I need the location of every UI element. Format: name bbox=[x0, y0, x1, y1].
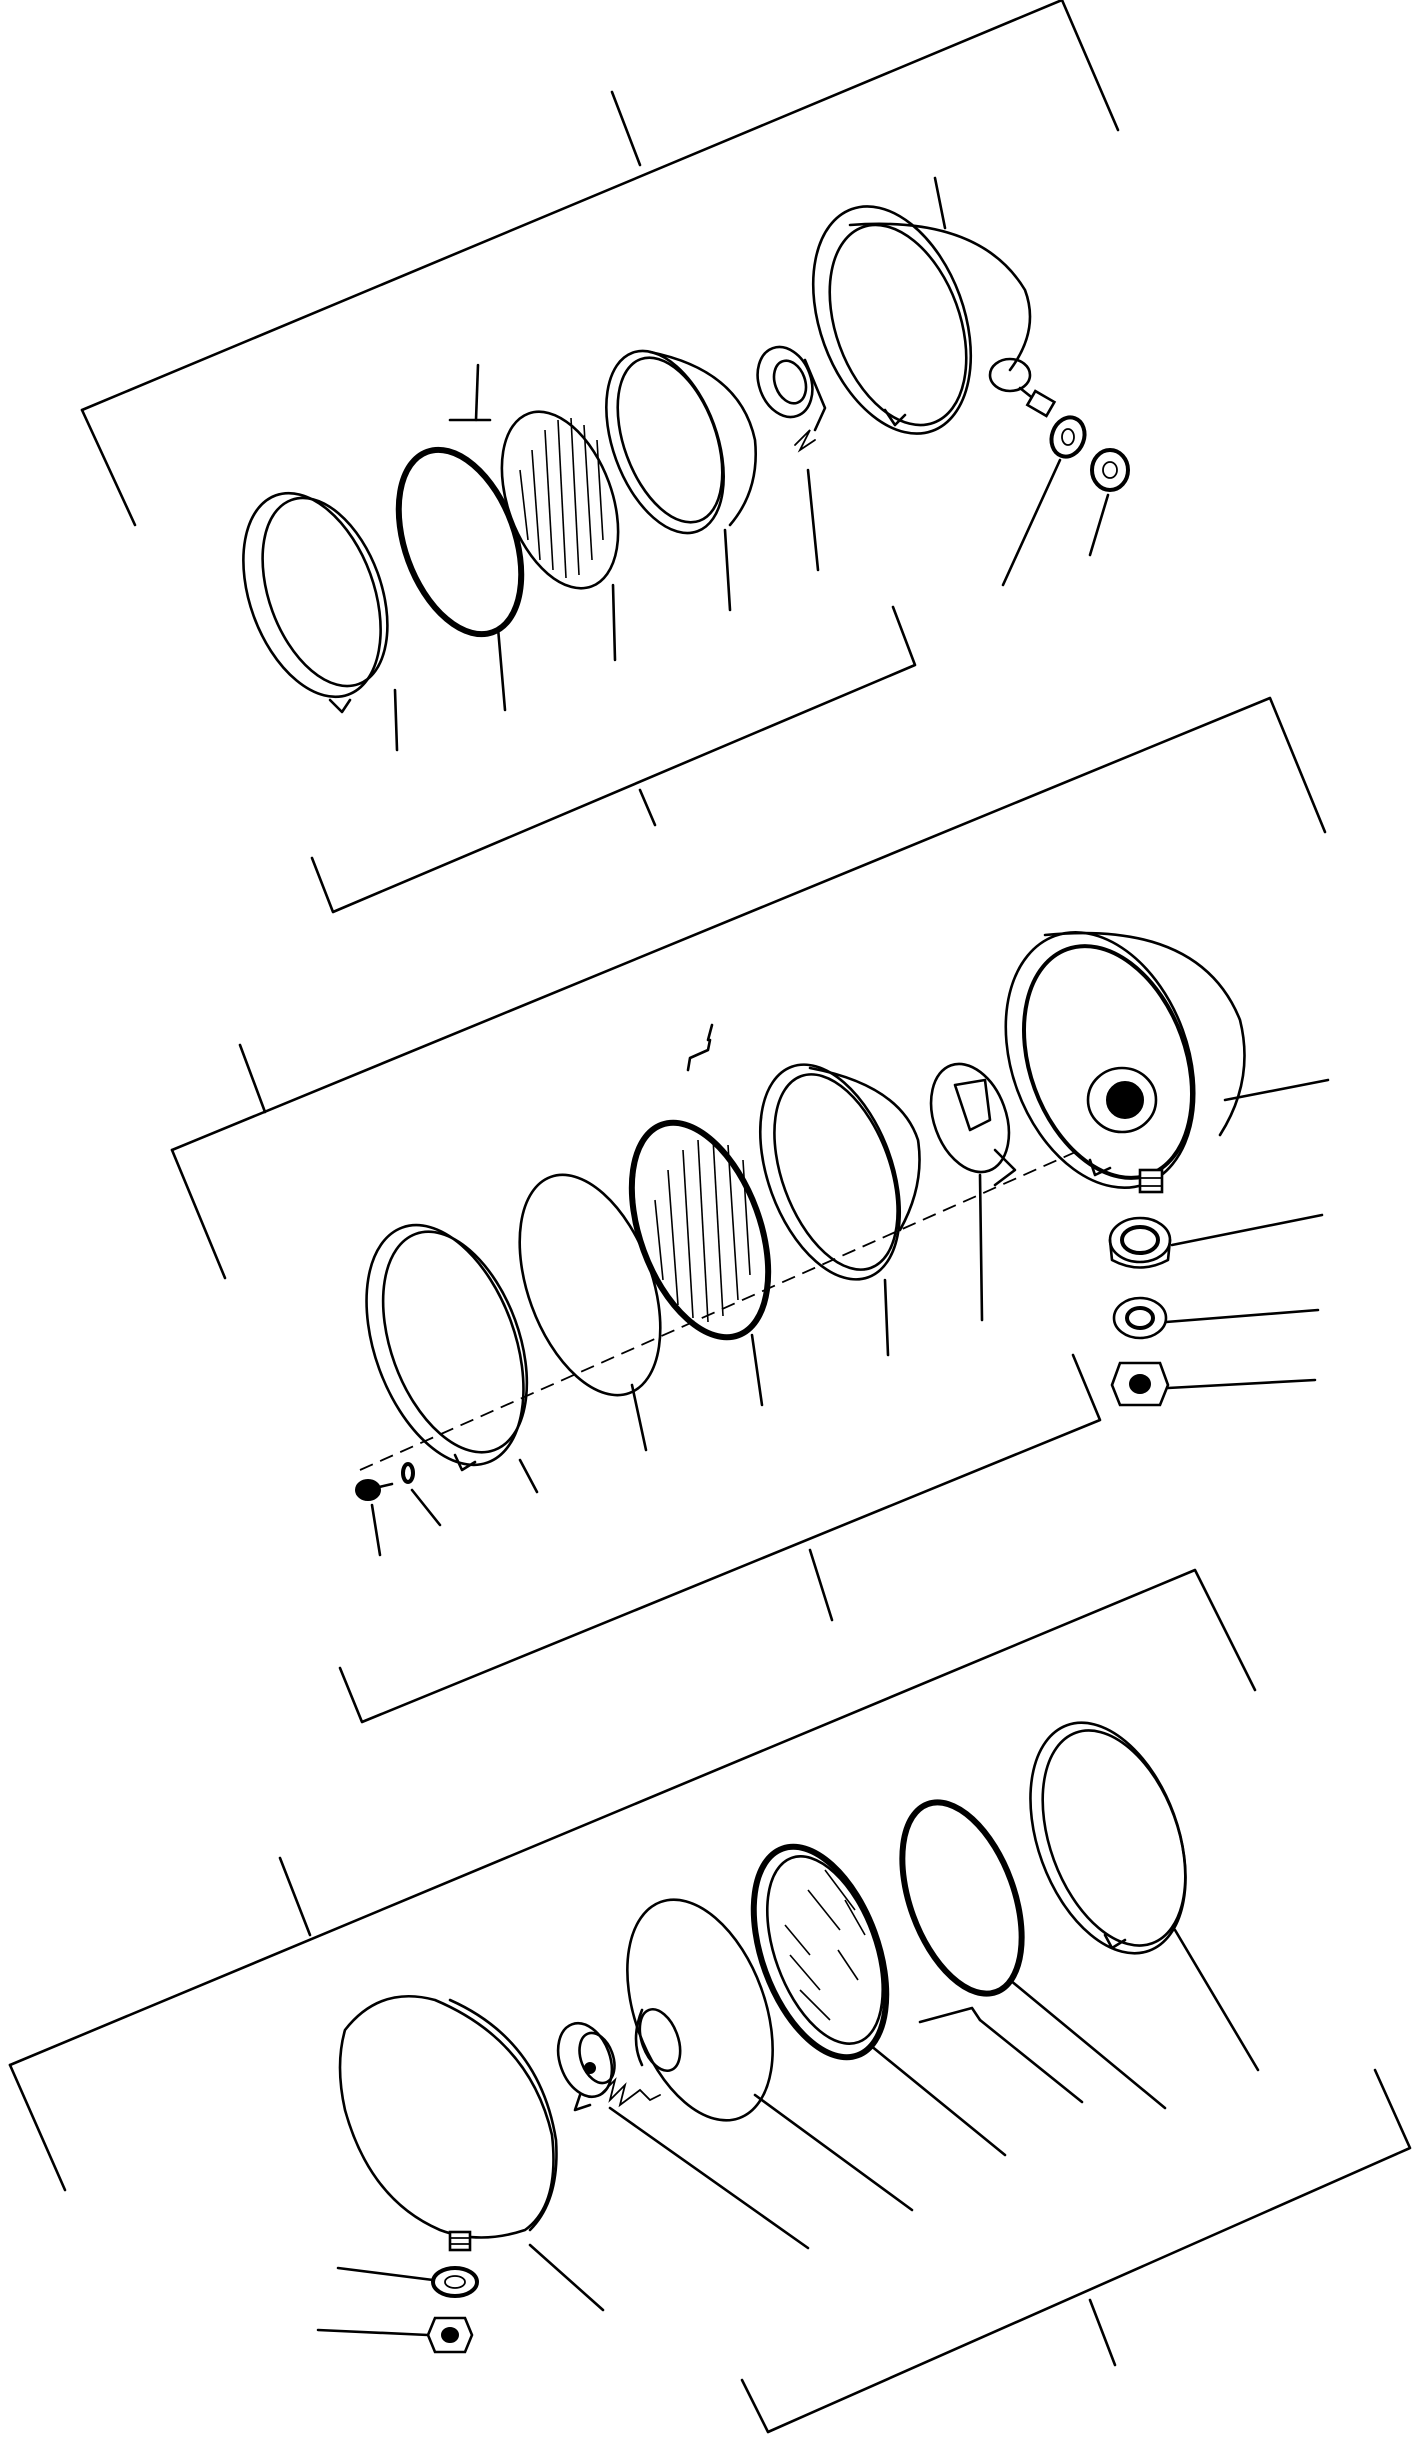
assembly-1-nut bbox=[1088, 448, 1130, 557]
assembly-1-reflector bbox=[605, 349, 757, 612]
assembly-2 bbox=[170, 696, 1330, 1724]
assembly-1-retaining-rim bbox=[242, 491, 399, 752]
assembly-1-gasket-ring bbox=[395, 446, 525, 712]
assembly-3-lens-hatching bbox=[784, 1869, 866, 2021]
assembly-2-bottom-bracket bbox=[338, 1353, 1102, 1724]
assembly-3-reflector bbox=[626, 1898, 914, 2212]
assembly-2-washer bbox=[1112, 1296, 1320, 1340]
assembly-1 bbox=[80, 0, 1130, 914]
assembly-1-housing bbox=[811, 176, 1057, 435]
assembly-2-lock-washer bbox=[401, 1462, 442, 1527]
assembly-2-bulb-socket bbox=[929, 1062, 1017, 1322]
assembly-2-retaining-rim bbox=[365, 1223, 539, 1494]
assembly-2-grommet bbox=[1108, 1213, 1324, 1269]
assembly-3-washer bbox=[336, 2266, 479, 2298]
assembly-1-bulb-socket bbox=[756, 345, 827, 572]
assembly-2-housing-stud bbox=[1138, 1168, 1164, 1194]
assembly-2-lens-hatching bbox=[654, 1137, 751, 1323]
assembly-2-lens bbox=[628, 1023, 772, 1407]
assembly-1-lens bbox=[448, 363, 620, 662]
assembly-2-reflector bbox=[758, 1063, 921, 1357]
assembly-2-nut bbox=[1110, 1361, 1317, 1407]
assembly-3-gasket-ring bbox=[899, 1799, 1167, 2110]
assembly-2-housing bbox=[1004, 931, 1330, 1194]
assembly-2-axis-line bbox=[359, 1149, 1081, 1471]
assembly-1-housing-stud bbox=[988, 357, 1057, 418]
assembly-2-bracket bbox=[170, 696, 1327, 1280]
assembly-3-housing bbox=[338, 1994, 605, 2312]
assembly-1-bottom-bracket bbox=[310, 605, 917, 914]
assembly-3-bottom-bracket bbox=[740, 2068, 1412, 2434]
assembly-1-lens-hatching bbox=[519, 417, 604, 579]
assembly-3-nut bbox=[316, 2316, 474, 2354]
assembly-2-screw bbox=[355, 1479, 394, 1557]
assembly-1-washer bbox=[1001, 415, 1087, 587]
assembly-3-bracket bbox=[8, 1568, 1257, 2192]
assembly-3-lens bbox=[750, 1843, 1007, 2157]
assembly-3-retaining-rim bbox=[1029, 1721, 1260, 2072]
assembly-1-bracket bbox=[80, 0, 1120, 527]
assembly-3 bbox=[8, 1568, 1412, 2434]
assembly-3-bulb-socket bbox=[556, 2021, 810, 2250]
